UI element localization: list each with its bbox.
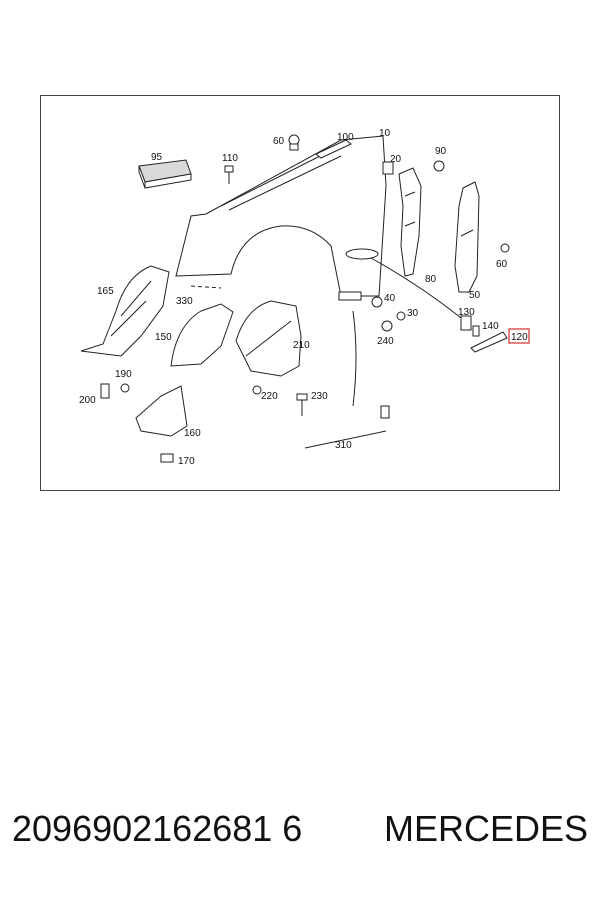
- part-210-liner: [235, 300, 302, 377]
- part-130-cable: [370, 257, 462, 319]
- label-20: 20: [390, 154, 402, 165]
- label-120: 120: [511, 332, 528, 343]
- label-160: 160: [184, 428, 201, 439]
- part-120-strip: [470, 331, 508, 353]
- part-120-highlight-box: [508, 328, 530, 344]
- brand-name: MERCEDES: [383, 808, 588, 849]
- part-95-block: [138, 159, 192, 189]
- part-90-clip: [433, 160, 445, 172]
- exploded-view-drawing: 95 110 60 100 10 20 90 80 50 60 165 330 …: [79, 128, 530, 467]
- label-40: 40: [384, 293, 396, 304]
- label-50: 50: [469, 290, 481, 301]
- label-220: 220: [261, 391, 278, 402]
- label-310: 310: [335, 440, 352, 451]
- label-165: 165: [97, 286, 114, 297]
- part-130: [460, 315, 472, 331]
- label-200: 200: [79, 395, 96, 406]
- part-230-bolt: [296, 393, 308, 416]
- label-230: 230: [311, 391, 328, 402]
- part-110-screw: [224, 165, 234, 184]
- part-number: 2096902162681 6: [12, 808, 303, 849]
- part-50-panel: [454, 181, 480, 293]
- label-210: 210: [293, 340, 310, 351]
- part-60-clip-right: [500, 243, 510, 253]
- part-100-strip: [315, 139, 352, 159]
- part-10-fender: [175, 135, 387, 301]
- part-40: [371, 296, 383, 308]
- part-60-clip: [288, 134, 300, 151]
- label-130: 130: [458, 307, 475, 318]
- label-100: 100: [337, 132, 354, 143]
- label-30: 30: [407, 308, 419, 319]
- label-170: 170: [178, 456, 195, 467]
- label-190: 190: [115, 369, 132, 380]
- part-140: [472, 325, 480, 337]
- label-95: 95: [151, 152, 163, 163]
- label-110: 110: [222, 153, 238, 164]
- label-60: 60: [273, 136, 285, 147]
- parts-diagram: 95 110 60 100 10 20 90 80 50 60 165 330 …: [40, 95, 560, 491]
- label-60-right: 60: [496, 259, 508, 270]
- part-30: [396, 311, 406, 321]
- part-310-cable: [304, 310, 390, 449]
- part-190: [120, 383, 130, 393]
- label-10: 10: [379, 128, 391, 139]
- part-20: [382, 161, 394, 175]
- part-170: [160, 453, 174, 463]
- label-140: 140: [482, 321, 499, 332]
- label-330: 330: [176, 296, 193, 307]
- part-220: [252, 385, 262, 395]
- label-240: 240: [377, 336, 394, 347]
- part-150-liner: [170, 303, 234, 367]
- part-200: [100, 383, 110, 399]
- product-caption: 2096902162681 6 MERCEDES: [0, 808, 600, 858]
- part-80-bracket: [398, 167, 422, 277]
- part-160-bracket: [135, 385, 188, 437]
- label-150: 150: [155, 332, 172, 343]
- part-330-seal: [190, 285, 222, 289]
- label-80: 80: [425, 274, 437, 285]
- part-240: [381, 320, 393, 332]
- label-90: 90: [435, 146, 447, 157]
- part-165-liner: [80, 265, 170, 357]
